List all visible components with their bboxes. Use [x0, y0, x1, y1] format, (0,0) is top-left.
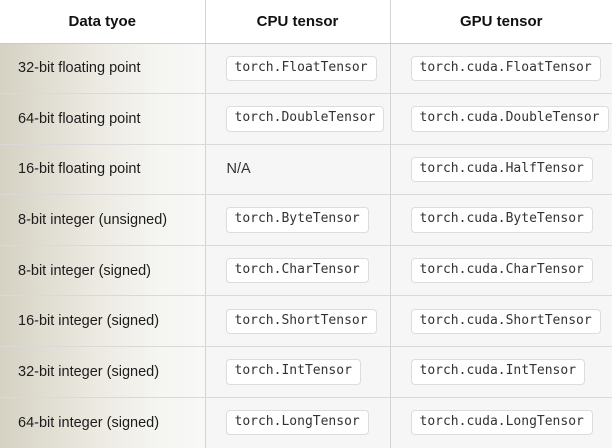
- table-row: 32-bit integer (signed) torch.IntTensor to…: [0, 346, 612, 398]
- code-chip: torch.cuda.DoubleTensor: [410, 106, 609, 132]
- cell-data-type: 8-bit integer (unsigned): [0, 194, 206, 246]
- cell-gpu-tensor: torch.cuda.FloatTensor: [390, 43, 612, 95]
- column-header-cpu-tensor: CPU tensor: [205, 0, 391, 44]
- not-available-label: N/A: [226, 161, 251, 178]
- code-chip: torch.cuda.ShortTensor: [410, 308, 601, 334]
- code-chip: torch.IntTensor: [225, 359, 361, 385]
- table-row: 32-bit floating point torch.FloatTensor to…: [0, 43, 612, 95]
- cell-data-type: 64-bit integer (signed): [0, 397, 206, 448]
- cell-gpu-tensor: torch.cuda.CharTensor: [390, 245, 612, 297]
- table-row: 64-bit integer (signed) torch.LongTensor t…: [0, 397, 612, 448]
- code-chip: torch.CharTensor: [225, 258, 369, 284]
- cell-cpu-tensor: N/A: [205, 144, 391, 196]
- cell-gpu-tensor: torch.cuda.ByteTensor: [390, 194, 612, 246]
- cell-cpu-tensor: torch.ShortTensor: [205, 295, 391, 348]
- column-header-gpu-tensor: GPU tensor: [390, 0, 612, 44]
- table-row: 16-bit floating point N/A torch.cuda.HalfT…: [0, 144, 612, 196]
- code-chip: torch.FloatTensor: [225, 55, 377, 81]
- code-chip: torch.cuda.CharTensor: [410, 258, 593, 284]
- cell-cpu-tensor: torch.IntTensor: [205, 346, 391, 398]
- column-header-data-type: Data tyoe: [0, 0, 206, 44]
- code-chip: torch.cuda.FloatTensor: [410, 55, 601, 81]
- cell-data-type: 32-bit floating point: [0, 43, 206, 95]
- cell-data-type: 64-bit floating point: [0, 93, 206, 145]
- code-chip: torch.cuda.LongTensor: [410, 410, 593, 436]
- code-chip: torch.ByteTensor: [225, 207, 369, 233]
- cell-cpu-tensor: torch.LongTensor: [205, 397, 391, 448]
- code-chip: torch.cuda.IntTensor: [410, 359, 586, 385]
- cell-data-type: 8-bit integer (signed): [0, 245, 206, 297]
- cell-data-type: 32-bit integer (signed): [0, 346, 206, 398]
- code-chip: torch.DoubleTensor: [225, 106, 385, 132]
- cell-cpu-tensor: torch.FloatTensor: [205, 43, 391, 95]
- cell-data-type: 16-bit integer (signed): [0, 295, 206, 348]
- table-row: 64-bit floating point torch.DoubleTensor t…: [0, 93, 612, 145]
- code-chip: torch.LongTensor: [225, 410, 369, 436]
- table-row: 8-bit integer (unsigned) torch.ByteTensor…: [0, 194, 612, 246]
- cell-cpu-tensor: torch.ByteTensor: [205, 194, 391, 246]
- cell-gpu-tensor: torch.cuda.DoubleTensor: [390, 93, 612, 145]
- cell-cpu-tensor: torch.DoubleTensor: [205, 93, 391, 145]
- code-chip: torch.cuda.HalfTensor: [410, 156, 593, 183]
- cell-gpu-tensor: torch.cuda.LongTensor: [390, 397, 612, 448]
- table-header: Data tyoe CPU tensor GPU tensor: [0, 0, 612, 44]
- table-header-row: Data tyoe CPU tensor GPU tensor: [0, 0, 612, 44]
- table-row: 16-bit integer (signed) torch.ShortTensor…: [0, 295, 612, 348]
- cell-cpu-tensor: torch.CharTensor: [205, 245, 391, 297]
- table-row: 8-bit integer (signed) torch.CharTensor to…: [0, 245, 612, 297]
- cell-gpu-tensor: torch.cuda.ShortTensor: [390, 295, 612, 348]
- cell-gpu-tensor: torch.cuda.HalfTensor: [390, 144, 612, 196]
- table-body: 32-bit floating point torch.FloatTensor to…: [0, 43, 612, 448]
- cell-data-type: 16-bit floating point: [0, 144, 206, 196]
- code-chip: torch.ShortTensor: [225, 308, 377, 334]
- code-chip: torch.cuda.ByteTensor: [410, 207, 593, 233]
- cell-gpu-tensor: torch.cuda.IntTensor: [390, 346, 612, 398]
